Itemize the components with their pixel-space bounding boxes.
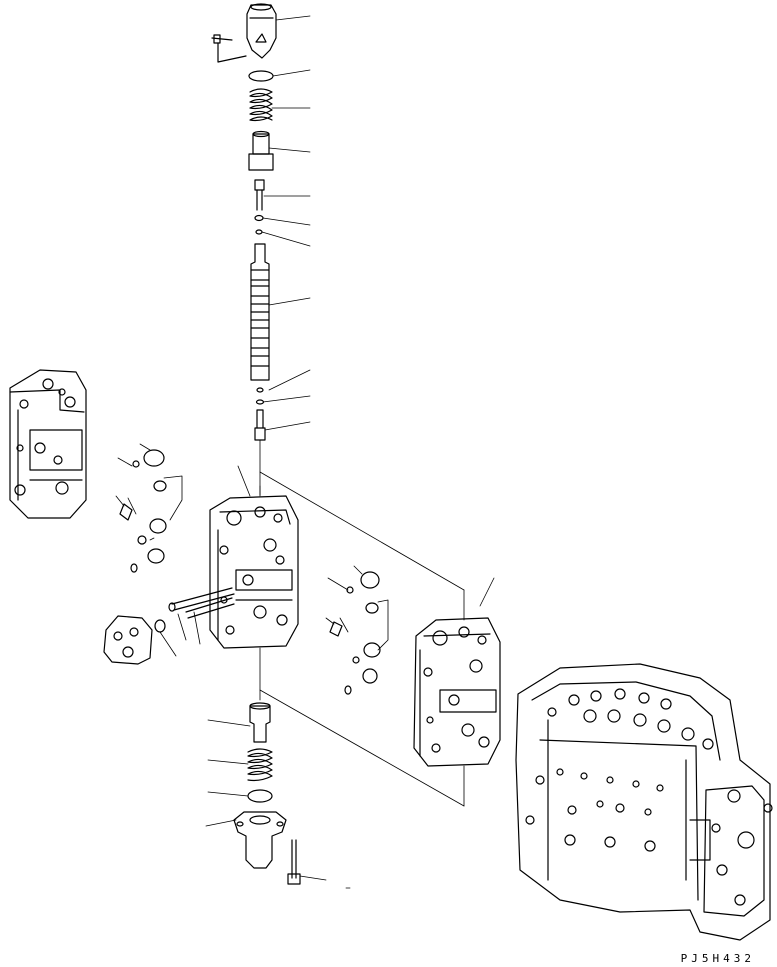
plunger-bottom: [250, 703, 270, 742]
left-seal-set: [116, 444, 182, 572]
spring-top: [250, 89, 272, 121]
control-valve-assembly: [516, 664, 772, 940]
cap-bolt: [212, 35, 246, 62]
left-valve-block: [10, 370, 86, 518]
right-valve-section: [414, 578, 500, 766]
left-cover-block: [104, 616, 176, 664]
small-ring-3: [257, 388, 263, 392]
stopper-top: [255, 410, 265, 440]
bottom-bolt: [288, 840, 300, 884]
main-spool: [251, 244, 269, 380]
small-ring-1: [255, 216, 263, 221]
small-ring-4: [257, 400, 264, 404]
top-leaders: [262, 16, 310, 430]
spring-bottom: [248, 749, 272, 781]
o-ring-top: [249, 71, 273, 81]
bottom-valve-stack: [206, 703, 350, 888]
plunger-top: [249, 132, 273, 171]
center-valve-section: [210, 466, 298, 648]
o-ring-bottom: [248, 790, 272, 802]
bottom-leaders: [206, 720, 350, 888]
tie-bolts: [169, 588, 234, 644]
center-seal-set: [326, 566, 388, 694]
small-ring-2: [256, 230, 262, 234]
top-valve-stack: [212, 4, 310, 495]
assembly-guidelines: [260, 472, 464, 806]
drawing-code: PJ5H432: [680, 952, 755, 965]
bottom-cap: [234, 812, 286, 868]
pin-top: [255, 180, 264, 210]
top-cap: [247, 4, 276, 58]
